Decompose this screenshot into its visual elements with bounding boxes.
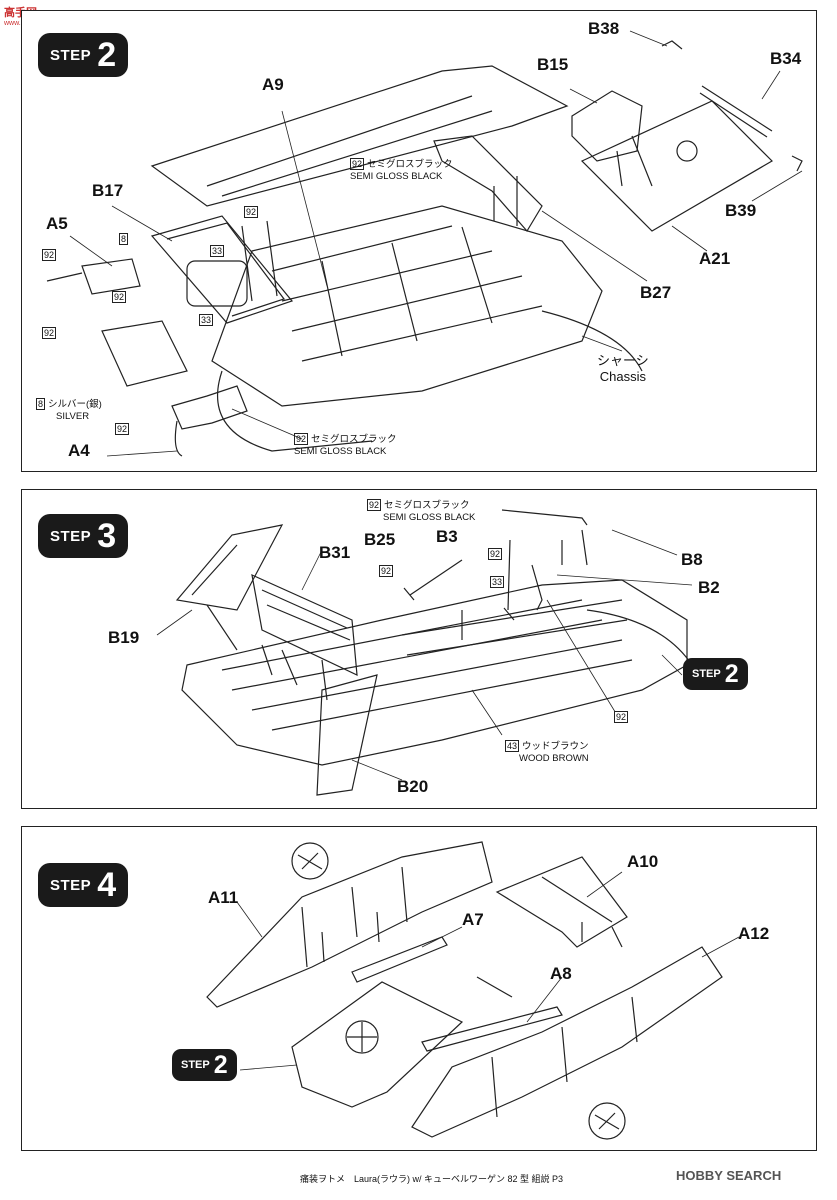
paint-name-en: SILVER <box>56 411 90 422</box>
paint-name-en: SEMI GLOSS BLACK <box>383 512 476 523</box>
ref-step-word: STEP <box>181 1059 210 1071</box>
part-label-a8: A8 <box>550 964 572 983</box>
paint-code-92: 92 <box>42 249 57 261</box>
part-label-a10: A10 <box>627 852 659 871</box>
paint-code: 8 <box>36 398 46 410</box>
step-2-reference-badge: STEP 2 <box>683 658 748 690</box>
chassis-label: シャーシ Chassis <box>597 353 649 385</box>
paint-name-jp: ウッドブラウン <box>522 741 589 752</box>
paint-name-jp: セミグロスブラック <box>311 434 397 445</box>
part-label-b8: B8 <box>681 550 703 569</box>
step-word: STEP <box>50 876 92 894</box>
paint-name-jp: シルバー(銀) <box>48 399 102 410</box>
step-3-badge: STEP 3 <box>38 514 129 558</box>
part-label-b39: B39 <box>725 201 757 220</box>
hobby-search-logo: HOBBY SEARCH <box>676 1168 782 1183</box>
part-label-a11: A11 <box>208 888 239 907</box>
ref-step-word: STEP <box>692 668 721 680</box>
part-label-a4: A4 <box>68 441 90 460</box>
paint-code: 43 <box>505 740 520 752</box>
part-label-b27: B27 <box>640 283 672 302</box>
chassis-jp: シャーシ <box>597 353 649 368</box>
paint-code-92: 92 <box>379 565 394 577</box>
footer-caption: 痛装ヲトメ Laura(ラウラ) w/ キューベルワーゲン 82 型 組説 P3 <box>300 1174 564 1184</box>
chassis-en: Chassis <box>599 369 646 384</box>
paint-code-33: 33 <box>490 576 505 588</box>
paint-name-en: SEMI GLOSS BLACK <box>294 446 387 457</box>
part-label-b2: B2 <box>698 578 720 597</box>
paint-code-8: 8 <box>119 233 129 245</box>
part-label-b17: B17 <box>92 181 124 200</box>
part-label-b25: B25 <box>364 530 396 549</box>
part-label-b38: B38 <box>588 19 620 38</box>
step-2-reference-badge: STEP 2 <box>172 1049 237 1081</box>
paint-name-jp: セミグロスブラック <box>367 159 453 170</box>
step-number: 2 <box>97 35 117 74</box>
step-word: STEP <box>50 527 92 545</box>
paint-name-en: WOOD BROWN <box>519 753 589 764</box>
ref-step-number: 2 <box>213 1050 228 1079</box>
paint-code-33: 33 <box>199 314 214 326</box>
step-3-illustration <box>156 509 693 796</box>
paint-code: 92 <box>294 433 309 445</box>
paint-code: 92 <box>367 499 382 511</box>
paint-code-92: 92 <box>614 711 629 723</box>
paint-name-jp: セミグロスブラック <box>384 500 470 511</box>
paint-code-92: 92 <box>244 206 259 218</box>
part-label-b3: B3 <box>436 527 458 546</box>
ref-step-number: 2 <box>724 659 739 688</box>
step-number: 4 <box>97 865 117 904</box>
part-label-b34: B34 <box>770 49 802 68</box>
paint-code-92: 92 <box>115 423 130 435</box>
nipper-cut-icon <box>292 843 328 879</box>
paint-code-33: 33 <box>210 245 225 257</box>
step-4-panel: STEP 4 A10 A11 A7 A12 A8 STEP 2 <box>21 826 817 1151</box>
paint-code-92: 92 <box>112 291 127 303</box>
part-label-a21: A21 <box>699 249 731 268</box>
step-2-badge: STEP 2 <box>38 33 129 77</box>
step-word: STEP <box>50 46 92 64</box>
nipper-cut-icon <box>589 1103 625 1139</box>
part-label-a5: A5 <box>46 214 68 233</box>
step-2-panel: STEP 2 B38 B34 B15 A9 B17 A5 B39 A21 B27… <box>21 10 817 472</box>
paint-code-92: 92 <box>42 327 57 339</box>
part-label-b19: B19 <box>108 628 140 647</box>
part-label-b31: B31 <box>319 543 351 562</box>
paint-name-en: SEMI GLOSS BLACK <box>350 171 443 182</box>
paint-code: 92 <box>350 158 365 170</box>
part-label-a9: A9 <box>262 75 284 94</box>
part-label-a7: A7 <box>462 910 484 929</box>
part-label-b15: B15 <box>537 55 569 74</box>
step-4-illustration <box>206 841 740 1140</box>
part-label-b20: B20 <box>397 777 429 796</box>
step-2-illustration <box>46 30 803 457</box>
step-number: 3 <box>97 516 117 555</box>
part-label-a12: A12 <box>738 924 770 943</box>
step-4-badge: STEP 4 <box>38 863 129 907</box>
paint-code-92: 92 <box>488 548 503 560</box>
